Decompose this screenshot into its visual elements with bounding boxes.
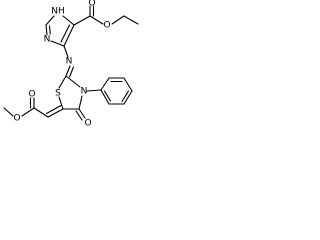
bond-n-imine-c2thz	[65, 65, 71, 77]
imidazole-ring	[45, 15, 75, 47]
ethyl-ester-group	[73, 5, 139, 26]
bond-c4-o	[78, 108, 86, 119]
bond-c2-s	[58, 75, 67, 89]
bond-ch2-ch3	[123, 15, 139, 25]
bond-ph-4-5	[123, 90, 133, 105]
bond-c-o-ether	[89, 15, 104, 25]
methoxycarbonyl-methylidene-group	[3, 97, 64, 118]
thiazolidinone-ring	[58, 75, 86, 121]
bond-ph-6-1-double	[103, 90, 112, 102]
bond-c-o-methyl-ether	[21, 107, 35, 117]
phenyl-ring	[86, 77, 133, 105]
bond-s-c5	[58, 96, 64, 110]
bond-ph-4-5-double	[121, 90, 130, 103]
atom-o-ring-carbonyl: O	[84, 119, 91, 129]
bond-n3-c4	[78, 95, 83, 110]
bond-c4-c5	[63, 24, 75, 47]
atom-n-imidazole: N	[44, 35, 51, 45]
bond-c5-nh	[62, 15, 75, 26]
imine-linkage	[63, 45, 75, 78]
atom-s-ring: S	[55, 89, 61, 99]
bond-n3-c4	[50, 40, 65, 47]
bond-c5-carbonyl-c	[73, 15, 91, 26]
atom-o-methyl-ether: O	[13, 114, 20, 124]
atom-o-ester-ether: O	[103, 21, 110, 31]
bond-o-ch2	[111, 15, 125, 25]
bond-n-imine-c2thz-double	[68, 66, 75, 78]
atom-nh: NH	[51, 7, 65, 17]
atom-o-methyl-carbonyl: O	[28, 90, 35, 100]
bond-c2-n3	[45, 24, 48, 36]
bond-c2-n3	[65, 75, 81, 88]
atom-n-ring: N	[81, 87, 88, 97]
bond-c5-exo-ch-double	[45, 104, 62, 115]
bond-c2-n3-double	[48, 25, 51, 35]
bond-ph-3-4	[123, 77, 133, 92]
chemical-structure-diagram: NH N O O N S N O O O	[3, 0, 139, 129]
atom-n-imine: N	[66, 57, 73, 67]
atom-labels: NH N O O N S N O O O	[13, 0, 110, 129]
atom-o-ester-carbonyl: O	[88, 0, 95, 9]
bond-c5-exo-ch	[47, 108, 64, 118]
bond-o-ch3	[3, 107, 14, 117]
bond-c4-n-imine	[63, 45, 69, 58]
bond-c4-o-double	[75, 110, 83, 121]
bond-nh-c2	[45, 15, 55, 26]
bond-ph-6-1	[100, 89, 110, 105]
bond-ph-1-2	[100, 77, 110, 91]
bond-c4-c5-double	[60, 24, 71, 43]
bond-ch-carbonyl-c	[33, 107, 49, 118]
bond-n-phenyl	[86, 89, 102, 92]
